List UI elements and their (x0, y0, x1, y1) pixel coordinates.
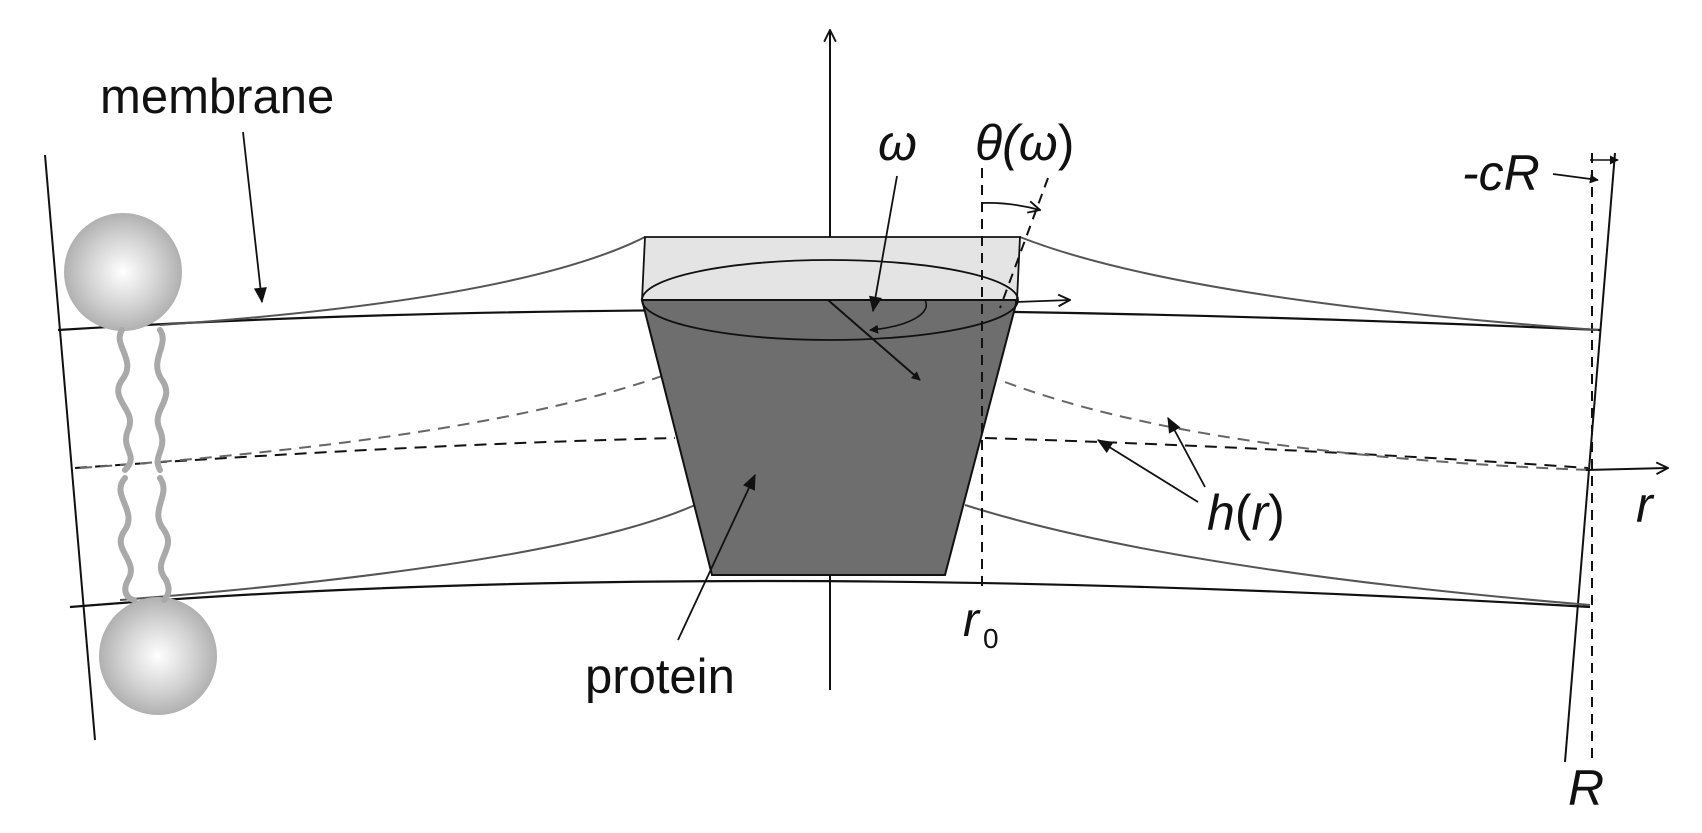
midplane-deformed-dashed-left (79, 374, 666, 469)
upper-r-arrow (1014, 300, 1070, 302)
h-close-paren: ) (1268, 485, 1285, 541)
big-r-label: R (1568, 760, 1604, 816)
theta-suffix: ) (1058, 115, 1075, 171)
midplane-dashed-right (984, 437, 1589, 469)
lipid-tail-2 (154, 327, 170, 473)
lipid-tail-3 (117, 475, 137, 603)
theta-arc (981, 203, 1040, 210)
protein-pointer-arrow (677, 473, 756, 641)
protein-normal-arrow (827, 299, 921, 381)
midplane-deformed-dashed-right (1004, 381, 1591, 471)
omega-pointer-arrow (869, 175, 898, 313)
theta-label: θ(ω) (975, 115, 1074, 171)
theta-prefix: θ( (975, 115, 1023, 171)
protein-top-ellipse (641, 259, 1019, 341)
protein-body (640, 299, 1019, 576)
lower-surface-curve (69, 579, 1591, 609)
omega-label: ω (878, 115, 917, 171)
r-axis-arrow (1585, 468, 1668, 470)
h-function-symbol: h (1207, 485, 1235, 541)
r0-label: r (963, 594, 981, 647)
lower-deformed-left-curve (119, 504, 696, 601)
membrane-label: membrane (100, 70, 334, 124)
theta-argument: ω (1019, 115, 1058, 171)
h-open-paren: ( (1235, 485, 1252, 541)
lipid-tail-4 (155, 475, 172, 603)
protein-label: protein (585, 650, 735, 704)
h-pointer-arrow-2 (1167, 416, 1206, 488)
theta-tilted-dashed-line (999, 177, 1049, 309)
lipid-tail-1 (115, 327, 134, 473)
lower-deformed-right-curve (964, 504, 1591, 606)
upper-deformed-left-curve (159, 236, 646, 326)
right-boundary-line (1564, 152, 1616, 763)
left-boundary-line (44, 154, 96, 741)
cr-pointer-arrow (1552, 173, 1599, 184)
h-of-r-label: h(r) (1207, 485, 1285, 541)
r-axis-label: r (1636, 477, 1655, 533)
lipid-head-top (64, 213, 182, 331)
cr-label: -cR (1462, 145, 1540, 201)
lipid-head-bottom (99, 597, 217, 715)
h-argument: r (1251, 485, 1270, 541)
membrane-pointer-arrow (242, 131, 267, 304)
r0-subscript: 0 (983, 623, 999, 654)
upper-deformed-right-curve (1019, 236, 1599, 331)
h-pointer-arrow-1 (1096, 439, 1199, 503)
protein-top-band (641, 236, 1021, 301)
omega-rotation-arc (869, 299, 928, 334)
